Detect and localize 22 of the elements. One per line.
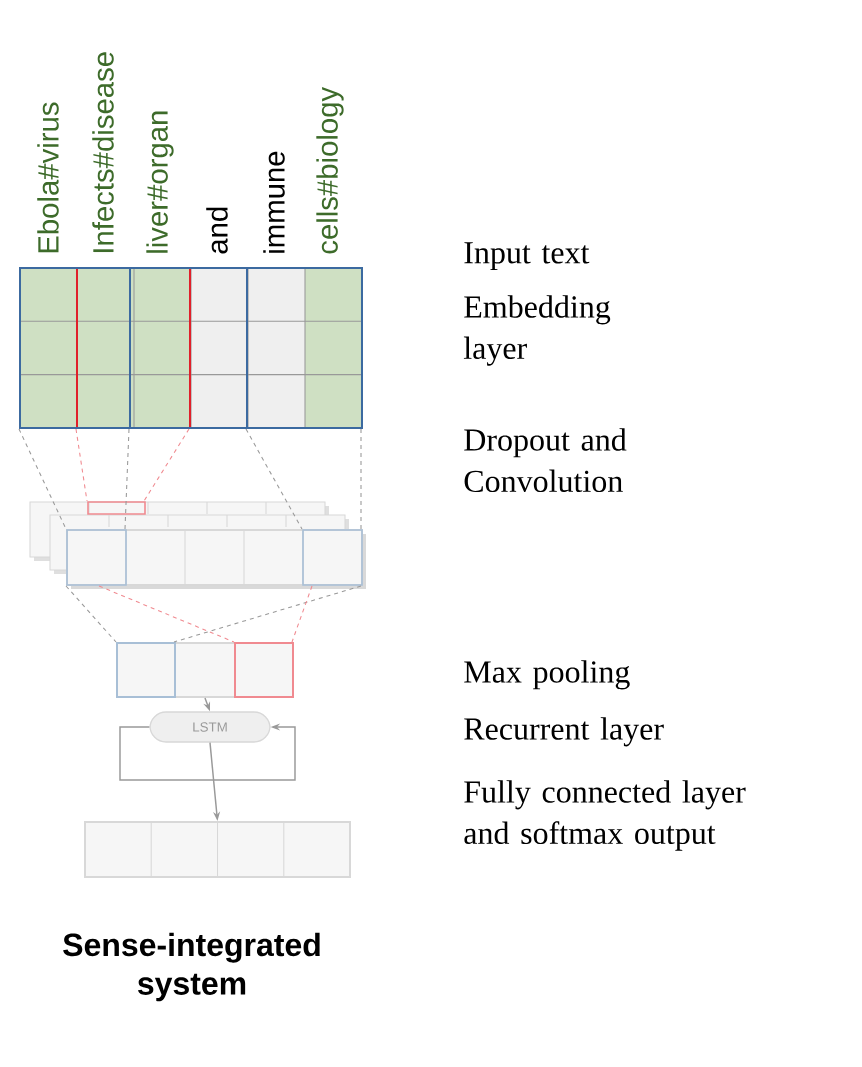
projection-line	[173, 585, 362, 643]
projection-line	[18, 428, 67, 530]
projection-line	[143, 428, 190, 502]
layer-label: Dropout and Convolution	[464, 428, 627, 493]
projection-line	[124, 428, 130, 530]
pooling-row	[116, 642, 294, 698]
layer-label: Fully connected layer and softmax output	[464, 780, 746, 851]
projection-line	[291, 585, 313, 643]
projection-line	[245, 428, 303, 530]
output-row	[84, 821, 351, 878]
projection-line	[65, 585, 117, 643]
projection-line	[75, 428, 88, 502]
layer-label: Input text	[464, 242, 590, 271]
feature-maps	[29, 501, 366, 589]
title: Sense-integrated system	[63, 932, 320, 1002]
layer-label: Recurrent layer	[464, 717, 664, 747]
layer-label: Max pooling	[464, 660, 630, 690]
lstm-box: LSTM	[149, 711, 271, 743]
projection-line	[360, 428, 362, 530]
layer-label: Embedding layer	[463, 295, 611, 366]
projection-line	[98, 585, 235, 643]
embedding-matrix	[19, 267, 363, 429]
